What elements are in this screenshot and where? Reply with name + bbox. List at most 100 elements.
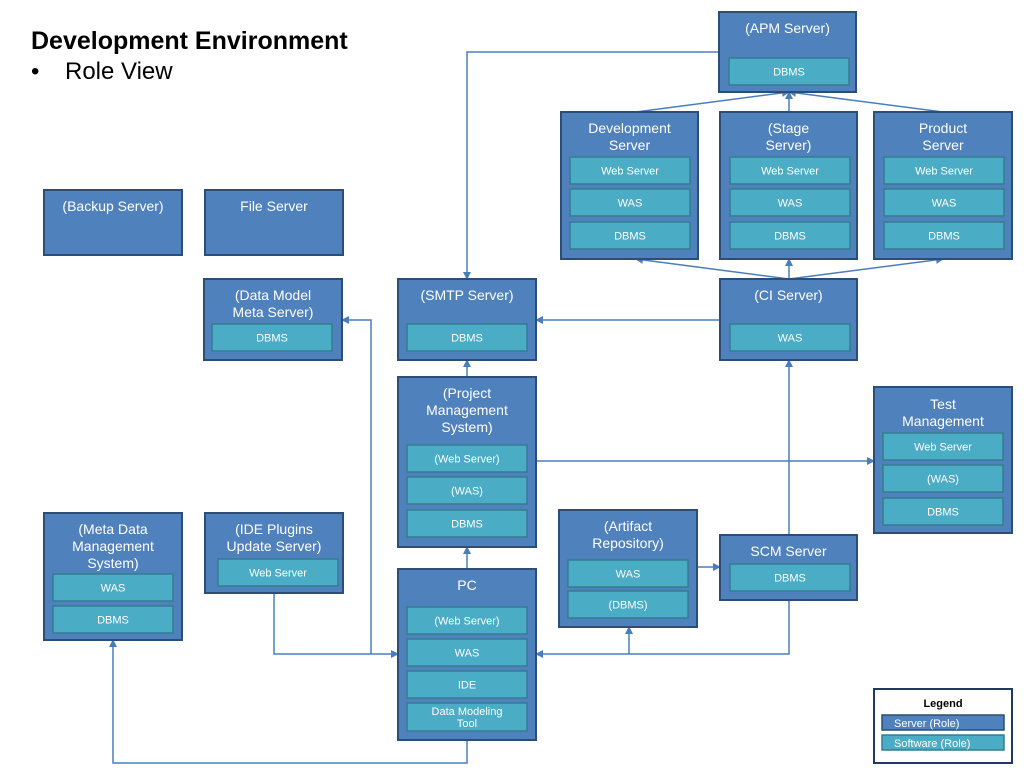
software-box[interactable]: [569, 156, 691, 185]
software-block[interactable]: WAS: [567, 559, 689, 588]
software-box[interactable]: [52, 605, 174, 634]
software-block[interactable]: DBMS: [406, 509, 528, 538]
software-block[interactable]: WAS: [729, 188, 851, 217]
software-box[interactable]: [567, 559, 689, 588]
software-box[interactable]: [567, 590, 689, 619]
subtitle-text: Role View: [65, 58, 173, 85]
server-title-line: Test: [930, 396, 956, 412]
connector-arrow: [788, 255, 944, 280]
server-title-line: System): [87, 555, 138, 571]
software-box[interactable]: [882, 497, 1004, 526]
legend-server-swatch: [881, 714, 1005, 731]
software-box[interactable]: [883, 156, 1005, 185]
software-box[interactable]: [406, 476, 528, 505]
software-block[interactable]: Web Server: [882, 432, 1004, 461]
software-box[interactable]: [883, 221, 1005, 250]
software-block[interactable]: WAS: [52, 573, 174, 602]
software-box[interactable]: [729, 563, 851, 592]
software-block[interactable]: DBMS: [211, 323, 333, 352]
software-block[interactable]: WAS: [729, 323, 851, 352]
software-label: Web Server: [601, 166, 659, 178]
software-box[interactable]: [729, 323, 851, 352]
software-box[interactable]: [882, 464, 1004, 493]
server-title-line: Management: [72, 538, 154, 554]
software-label: DBMS: [97, 615, 129, 627]
software-block[interactable]: WAS: [569, 188, 691, 217]
software-box[interactable]: [729, 188, 851, 217]
software-box[interactable]: [882, 432, 1004, 461]
software-label: Data Modeling: [432, 706, 503, 718]
software-label: Tool: [457, 718, 477, 730]
software-box[interactable]: [569, 221, 691, 250]
legend-server-label: Server (Role): [894, 718, 959, 730]
software-block[interactable]: DBMS: [406, 323, 528, 352]
software-box[interactable]: [406, 444, 528, 473]
software-block[interactable]: DBMS: [728, 57, 850, 86]
server-tmt[interactable]: TestManagementToolWeb Server(WAS)DBMS: [873, 386, 1013, 534]
software-box[interactable]: [729, 156, 851, 185]
software-block[interactable]: (WAS): [882, 464, 1004, 493]
software-block[interactable]: DBMS: [729, 221, 851, 250]
software-block[interactable]: (WAS): [406, 476, 528, 505]
software-block[interactable]: DBMS: [883, 221, 1005, 250]
server-title-line: (Project: [443, 385, 491, 401]
software-label: WAS: [616, 569, 641, 581]
software-box[interactable]: [211, 323, 333, 352]
server-box[interactable]: [43, 189, 183, 256]
software-block[interactable]: (Web Server): [406, 444, 528, 473]
server-apm[interactable]: (APM Server) DBMS: [718, 11, 857, 93]
software-block[interactable]: IDE: [406, 670, 528, 699]
software-block[interactable]: DBMS: [729, 563, 851, 592]
software-block[interactable]: DBMS: [52, 605, 174, 634]
software-block[interactable]: (DBMS): [567, 590, 689, 619]
software-block[interactable]: WAS: [406, 638, 528, 667]
server-title-line: (APM Server): [745, 20, 830, 36]
server-box[interactable]: [204, 189, 344, 256]
software-box[interactable]: [569, 188, 691, 217]
software-box[interactable]: [406, 702, 528, 732]
software-block[interactable]: WAS: [883, 188, 1005, 217]
software-label: WAS: [932, 198, 957, 210]
software-box[interactable]: [52, 573, 174, 602]
software-label: IDE: [458, 680, 476, 692]
software-box[interactable]: [217, 558, 339, 587]
software-block[interactable]: Web Server: [883, 156, 1005, 185]
software-box[interactable]: [728, 57, 850, 86]
connector-arrow: [788, 88, 944, 113]
software-box[interactable]: [883, 188, 1005, 217]
software-block[interactable]: Web Server: [217, 558, 339, 587]
server-backup[interactable]: (Backup Server): [43, 189, 183, 256]
software-box[interactable]: [406, 323, 528, 352]
software-box[interactable]: [406, 606, 528, 635]
server-title-line: Development: [588, 120, 671, 136]
software-block[interactable]: DBMS: [882, 497, 1004, 526]
software-block[interactable]: DBMS: [569, 221, 691, 250]
software-box[interactable]: [406, 638, 528, 667]
software-block[interactable]: (Web Server): [406, 606, 528, 635]
server-file[interactable]: File Server: [204, 189, 344, 256]
server-smtp[interactable]: (SMTP Server)DBMS: [397, 278, 537, 361]
connector-arrow: [109, 639, 468, 764]
software-box[interactable]: [406, 509, 528, 538]
server-title-line: Meta Server): [233, 304, 314, 320]
software-block[interactable]: Web Server: [729, 156, 851, 185]
software-block[interactable]: Web Server: [569, 156, 691, 185]
connector-arrow: [635, 88, 790, 113]
software-box[interactable]: [406, 670, 528, 699]
server-ci[interactable]: (CI Server)WAS: [719, 278, 858, 361]
software-label: DBMS: [773, 67, 805, 79]
software-box[interactable]: [729, 221, 851, 250]
